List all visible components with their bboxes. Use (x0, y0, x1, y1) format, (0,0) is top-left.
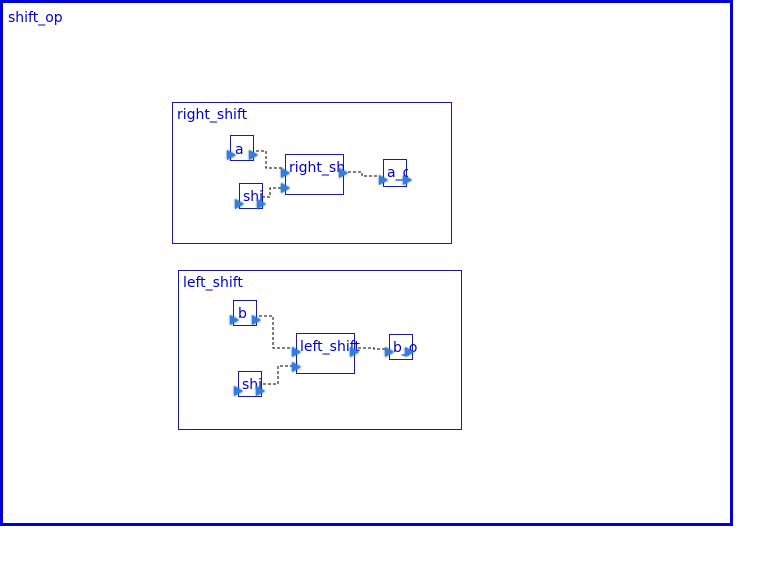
port-arrow-icon[interactable] (405, 347, 414, 357)
port-arrow-icon[interactable] (257, 199, 266, 209)
block-left-shift[interactable]: left_shift (296, 333, 360, 374)
output-port-a-o-label: a_o (387, 165, 408, 181)
group-left-shift[interactable]: left_shift (178, 270, 462, 430)
port-arrow-icon[interactable] (256, 386, 265, 396)
group-right-shift-label: right_shift (177, 107, 248, 123)
input-port-b-label: b (238, 306, 247, 322)
block-right-shift-label: right_shift (289, 160, 345, 176)
port-arrow-icon[interactable] (235, 199, 244, 209)
port-arrow-icon[interactable] (350, 347, 359, 357)
port-arrow-icon[interactable] (339, 168, 348, 178)
port-arrow-icon[interactable] (281, 168, 290, 178)
block-right-shift[interactable]: right_shift (285, 154, 345, 195)
port-arrow-icon[interactable] (249, 150, 258, 160)
port-arrow-icon[interactable] (227, 150, 236, 160)
group-left-shift-label: left_shift (183, 275, 243, 291)
port-arrow-icon[interactable] (379, 175, 388, 185)
port-arrow-icon[interactable] (403, 175, 412, 185)
port-arrow-icon[interactable] (234, 386, 243, 396)
port-arrow-icon[interactable] (292, 347, 301, 357)
port-arrow-icon[interactable] (230, 315, 239, 325)
port-arrow-icon[interactable] (292, 362, 301, 372)
block-left-shift-label: left_shift (300, 339, 360, 355)
module-title: shift_op (8, 10, 63, 26)
port-arrow-icon[interactable] (252, 315, 261, 325)
port-arrow-icon[interactable] (385, 347, 394, 357)
input-port-a-label: a (235, 142, 244, 158)
module-frame-shift-op[interactable]: shift_op (0, 0, 733, 526)
port-arrow-icon[interactable] (281, 183, 290, 193)
